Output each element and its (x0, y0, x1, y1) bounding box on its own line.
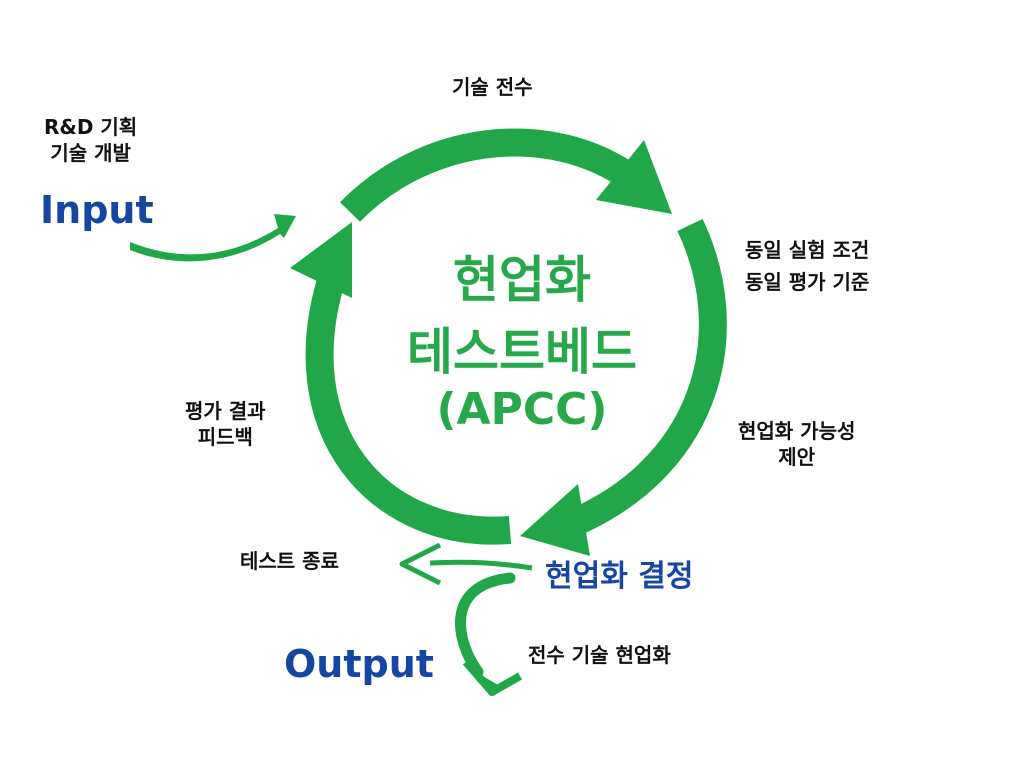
output-arrowhead-outline (462, 659, 522, 696)
label-same-conditions: 동일 실험 조건 동일 평가 기준 (745, 238, 870, 294)
label-eval-result: 평가 결과 피드백 (185, 399, 266, 449)
center-title-line2: 테스트베드 (407, 323, 637, 381)
label-feasibility: 현업화 가능성 제안 (738, 419, 856, 469)
test-end-arrowhead (399, 542, 442, 586)
test-end-arrow (429, 559, 533, 571)
label-input: Input (40, 188, 154, 232)
center-title-line1: 현업화 (453, 251, 591, 309)
cycle-arc-top (339, 128, 649, 222)
arrowhead-bottom (520, 484, 590, 556)
label-decision: 현업화 결정 (545, 559, 694, 594)
center-title-line3: (APCC) (436, 384, 608, 435)
label-output: Output (284, 642, 434, 686)
label-transferred-adoption: 전수 기술 현업화 (528, 643, 671, 667)
arrowhead-left-top (290, 222, 352, 298)
input-arrow (130, 214, 296, 262)
arrowhead-top-right (596, 140, 672, 214)
cycle-arc-right (574, 218, 727, 533)
label-tech-transfer: 기술 전수 (452, 75, 533, 99)
label-test-end: 테스트 종료 (240, 549, 339, 573)
output-arrow (455, 572, 516, 678)
cycle-arc-left (305, 263, 512, 545)
label-rd-planning: R&D 기획 기술 개발 (44, 115, 138, 165)
center-title: 현업화 테스트베드 (APCC) (362, 240, 682, 435)
